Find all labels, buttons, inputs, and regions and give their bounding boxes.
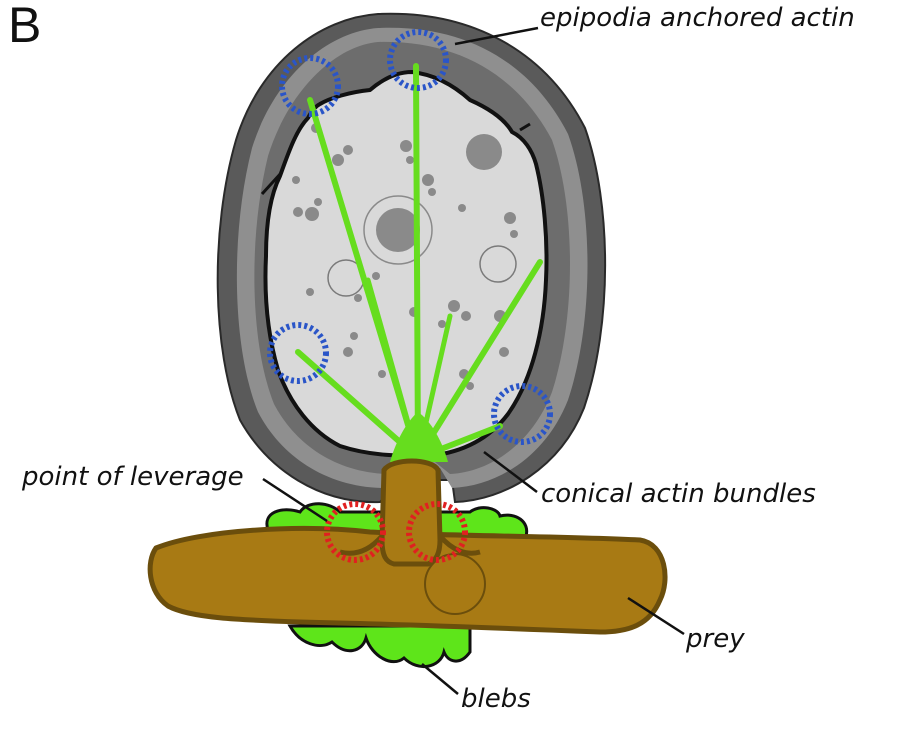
label-blebs: blebs: [461, 684, 531, 714]
actin-bundle: [415, 259, 543, 461]
panel-label: B: [8, 0, 42, 53]
vesicle: [448, 300, 460, 312]
leverage-marker: [324, 501, 386, 563]
vesicle: [400, 140, 412, 152]
vesicle: [372, 272, 380, 280]
cytoplasm: [263, 70, 549, 458]
label-prey: prey: [686, 624, 745, 654]
vesicle: [458, 204, 466, 212]
membrane-fold: [519, 122, 531, 132]
vesicle: [293, 207, 303, 217]
vesicle: [314, 198, 322, 206]
vesicle: [499, 347, 509, 357]
vesicle: [350, 332, 358, 340]
actin-bundle: [413, 63, 421, 461]
leader-lines: [262, 26, 685, 695]
epipodia-marker: [491, 383, 553, 445]
nucleus-envelope: [363, 195, 433, 265]
blebs-leader: [421, 663, 459, 695]
leverage-leader: [262, 477, 328, 523]
vesicle: [406, 156, 414, 164]
vesicle: [343, 347, 353, 357]
vesicle: [354, 294, 362, 302]
prey-body: [147, 526, 668, 635]
label-epipodia-anchored-actin: epipodia anchored actin: [540, 3, 855, 33]
label-conical-actin-bundles: conical actin bundles: [541, 479, 816, 509]
epipodia-marker: [387, 29, 449, 91]
membrane-fold: [260, 170, 284, 196]
vesicle: [466, 382, 474, 390]
vesicle: [306, 288, 314, 296]
vacuole: [479, 245, 517, 283]
vesicle: [378, 370, 386, 378]
vesicle: [504, 212, 516, 224]
vesicle: [510, 230, 518, 238]
prey-leader: [627, 596, 685, 636]
bleb-bottom: [287, 624, 472, 668]
leverage-marker: [406, 501, 468, 563]
epipodia-marker: [279, 55, 341, 117]
actin-cone: [390, 412, 448, 462]
vesicle: [428, 188, 436, 196]
vesicle: [292, 176, 300, 184]
epipodia-leader: [454, 26, 539, 46]
vesicle: [422, 174, 434, 186]
large-vesicle: [466, 134, 502, 170]
attachment-stalk: [379, 458, 443, 567]
nucleus: [376, 208, 420, 252]
leverage-markers: [324, 501, 468, 563]
epipodia-marker: [267, 322, 329, 384]
label-point-of-leverage: point of leverage: [22, 462, 244, 492]
vesicle: [461, 311, 471, 321]
vesicle: [332, 154, 344, 166]
vesicle: [438, 320, 446, 328]
conical-leader: [483, 451, 538, 493]
epipodia-markers: [267, 29, 553, 445]
vesicle: [343, 145, 353, 155]
vesicle: [305, 207, 319, 221]
prey: [147, 458, 668, 635]
